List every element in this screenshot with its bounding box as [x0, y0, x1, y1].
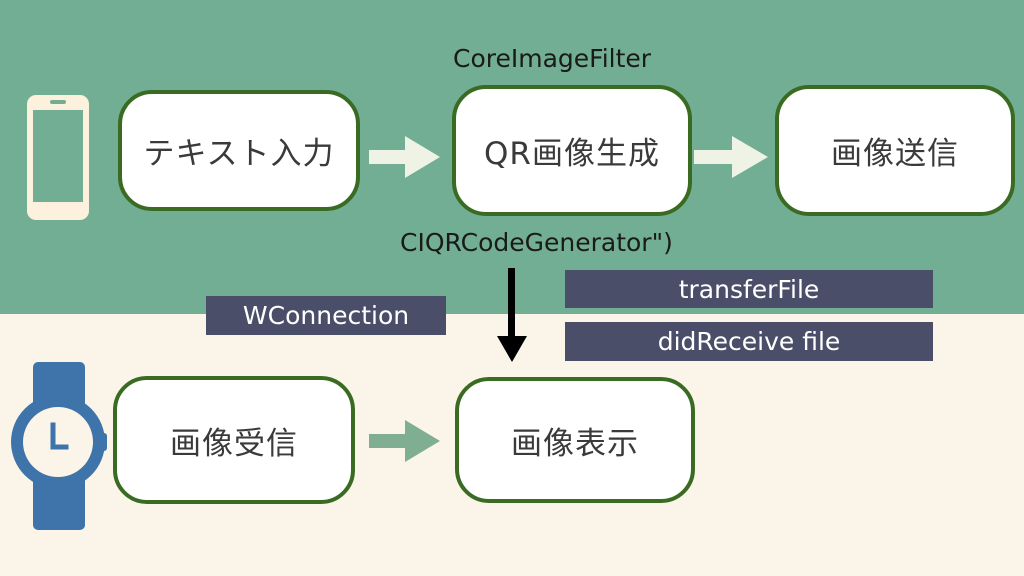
label-wconnection: WConnection [206, 296, 446, 335]
node-image-display: 画像表示 [455, 377, 695, 503]
node-qr-generate: QR画像生成 [452, 85, 692, 216]
caption-core-image-filter: CoreImageFilter [453, 44, 652, 73]
caption-ciqr-generator: CIQRCodeGenerator") [400, 228, 673, 257]
node-text-input: テキスト入力 [118, 90, 360, 211]
node-image-send: 画像送信 [775, 85, 1015, 216]
label-did-receive-file: didReceive file [565, 322, 933, 361]
node-image-receive: 画像受信 [113, 376, 355, 504]
label-transfer-file: transferFile [565, 270, 933, 308]
